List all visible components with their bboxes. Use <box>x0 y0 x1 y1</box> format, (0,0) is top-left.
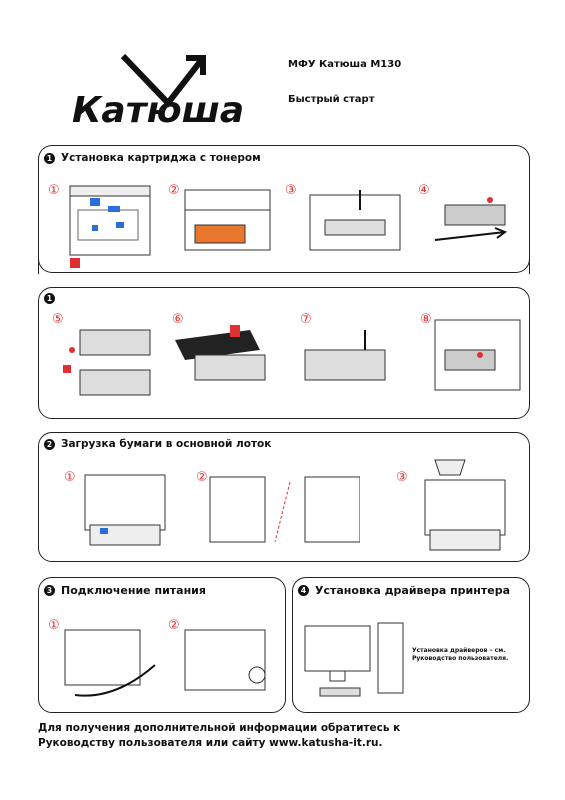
section-title-text: Установка картриджа с тонером <box>61 152 261 164</box>
step-5: ⑤ <box>52 312 64 327</box>
section-power-title: 3 Подключение питания <box>44 584 206 597</box>
section-number: 1 <box>44 293 55 304</box>
section-number: 3 <box>44 585 55 596</box>
paper-frame <box>38 432 530 562</box>
footer-line-2: Руководству пользователя или сайту www.k… <box>38 737 383 749</box>
section-cartridge-title: 1 Установка картриджа с тонером <box>44 152 261 164</box>
footer-line-1: Для получения дополнительной информации … <box>38 722 401 734</box>
step-7: ⑦ <box>300 312 312 327</box>
product-title: МФУ Катюша М130 <box>288 59 402 70</box>
cartridge-frame-bottom <box>38 200 530 273</box>
paper-step-1: ① <box>64 470 76 485</box>
cartridge-assembly-illustration <box>304 330 386 381</box>
section-paper-title: 2 Загрузка бумаги в основной лоток <box>44 438 271 450</box>
driver-frame <box>292 577 530 713</box>
step-6: ⑥ <box>172 312 184 327</box>
paper-step-3: ③ <box>396 470 408 485</box>
power-switch-illustration <box>184 629 266 691</box>
step-2: ② <box>168 183 180 198</box>
section-title-text: Подключение питания <box>61 584 206 597</box>
cartridge-cont-frame <box>38 287 530 419</box>
paper-guides-illustration <box>209 476 360 543</box>
cartridge-insert-illustration <box>309 190 401 251</box>
logo-arrow-icon <box>120 53 206 108</box>
power-step-1: ① <box>48 618 60 633</box>
paper-tray-close-illustration <box>424 459 506 551</box>
printer-front-illustration <box>69 185 151 268</box>
section-number: 2 <box>44 438 55 450</box>
printer-open-illustration <box>184 189 271 251</box>
section-driver-title: 4 Установка драйвера принтера <box>298 584 510 597</box>
katusha-logo: Катюша <box>72 53 244 128</box>
printer-load-cartridge-illustration <box>434 319 521 391</box>
paper-tray-open-illustration <box>84 474 166 546</box>
computer-illustration <box>304 622 404 697</box>
driver-note: Установка драйверов – см. Руководство по… <box>412 647 509 662</box>
logo-wordmark: Катюша <box>72 90 244 128</box>
section-title-text: Установка драйвера принтера <box>315 584 510 597</box>
power-frame <box>38 577 286 713</box>
step-4: ④ <box>418 183 430 198</box>
power-cable-illustration <box>64 629 156 697</box>
step-3: ③ <box>285 183 297 198</box>
section-number: 4 <box>298 585 309 596</box>
guide-title: Быстрый старт <box>288 94 375 105</box>
drum-unit-illustration <box>63 329 151 396</box>
step-8: ⑧ <box>420 312 432 327</box>
section-cartridge-cont-title: 1 <box>44 293 55 304</box>
paper-step-2: ② <box>196 470 208 485</box>
section-title-text: Загрузка бумаги в основной лоток <box>61 438 272 450</box>
step-1: ① <box>48 183 60 198</box>
cartridge-shake-illustration <box>434 197 508 241</box>
drum-protective-film-illustration <box>175 325 266 381</box>
power-step-2: ② <box>168 618 180 633</box>
section-number: 1 <box>44 152 55 164</box>
